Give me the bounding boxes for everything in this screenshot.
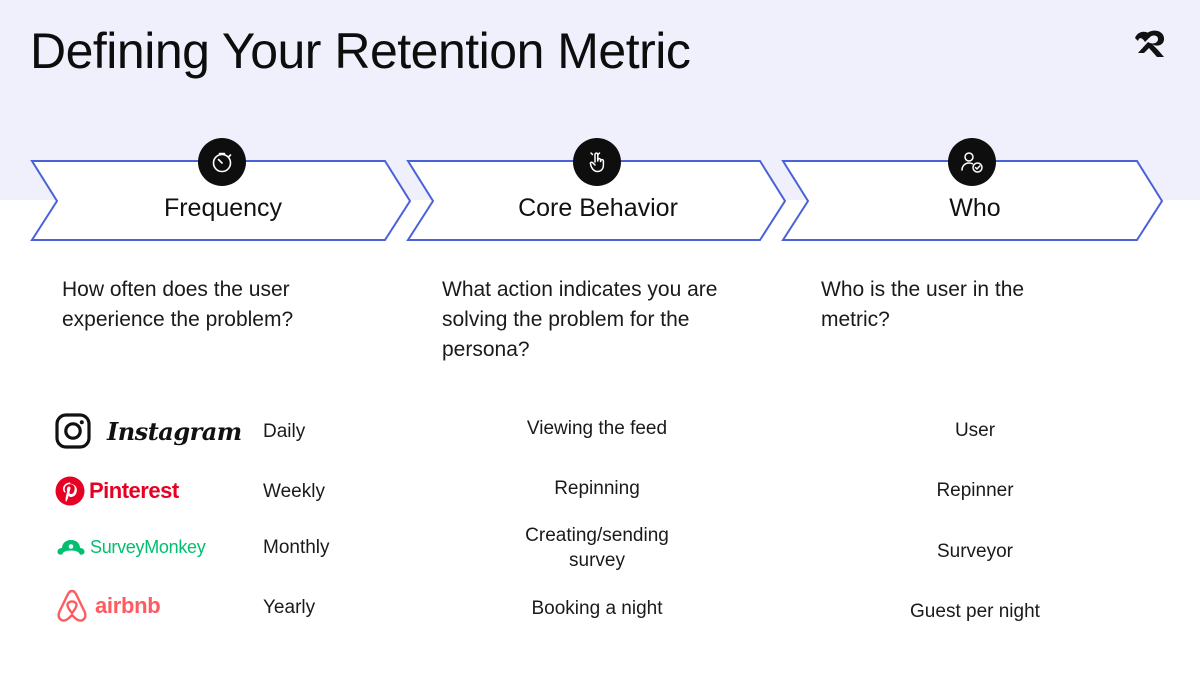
surveymonkey-logo: SurveyMonkey bbox=[55, 536, 206, 558]
instagram-logo: Instagram bbox=[55, 413, 242, 449]
pinterest-icon bbox=[55, 476, 85, 506]
pointing-hand-icon bbox=[573, 138, 621, 186]
slide-title: Defining Your Retention Metric bbox=[30, 23, 691, 79]
surveymonkey-wordmark: SurveyMonkey bbox=[90, 536, 206, 557]
who-airbnb: Guest per night bbox=[910, 601, 1040, 622]
stopwatch-icon bbox=[198, 138, 246, 186]
airbnb-logo: airbnb bbox=[55, 588, 161, 624]
chevron-frequency bbox=[30, 160, 412, 241]
who-instagram: User bbox=[954, 420, 996, 441]
frequency-pinterest: Weekly bbox=[263, 481, 325, 502]
chevron-who bbox=[781, 160, 1164, 241]
core-behavior-surveymonkey: Creating/sending survey bbox=[525, 525, 669, 571]
frequency-airbnb: Yearly bbox=[263, 597, 316, 618]
core-behavior-pinterest: Repinning bbox=[554, 478, 640, 499]
process-chevrons bbox=[30, 160, 1164, 241]
pinterest-logo: Pinterest bbox=[55, 476, 179, 506]
airbnb-icon bbox=[57, 589, 87, 622]
chevron-core-behavior bbox=[406, 160, 787, 241]
pinterest-wordmark: Pinterest bbox=[89, 478, 179, 503]
step-description-frequency: How often does the user experience the p… bbox=[62, 278, 294, 331]
airbnb-wordmark: airbnb bbox=[95, 593, 161, 618]
surveymonkey-icon bbox=[57, 540, 85, 555]
who-pinterest: Repinner bbox=[936, 480, 1014, 501]
step-label-frequency: Frequency bbox=[163, 194, 283, 222]
frequency-instagram: Daily bbox=[263, 421, 306, 442]
who-surveymonkey: Surveyor bbox=[936, 541, 1014, 562]
company-logo-icon bbox=[1135, 30, 1165, 57]
instagram-icon bbox=[55, 413, 91, 449]
user-check-icon bbox=[948, 138, 996, 186]
step-label-core-behavior: Core Behavior bbox=[518, 194, 678, 222]
step-description-core-behavior: What action indicates you are solving th… bbox=[442, 278, 718, 361]
core-behavior-airbnb: Booking a night bbox=[531, 598, 663, 619]
step-label-who: Who bbox=[949, 194, 1001, 222]
step-description-who: Who is the user in the metric? bbox=[821, 278, 1025, 331]
frequency-surveymonkey: Monthly bbox=[263, 537, 330, 558]
core-behavior-instagram: Viewing the feed bbox=[526, 418, 668, 439]
instagram-wordmark: Instagram bbox=[107, 416, 242, 446]
